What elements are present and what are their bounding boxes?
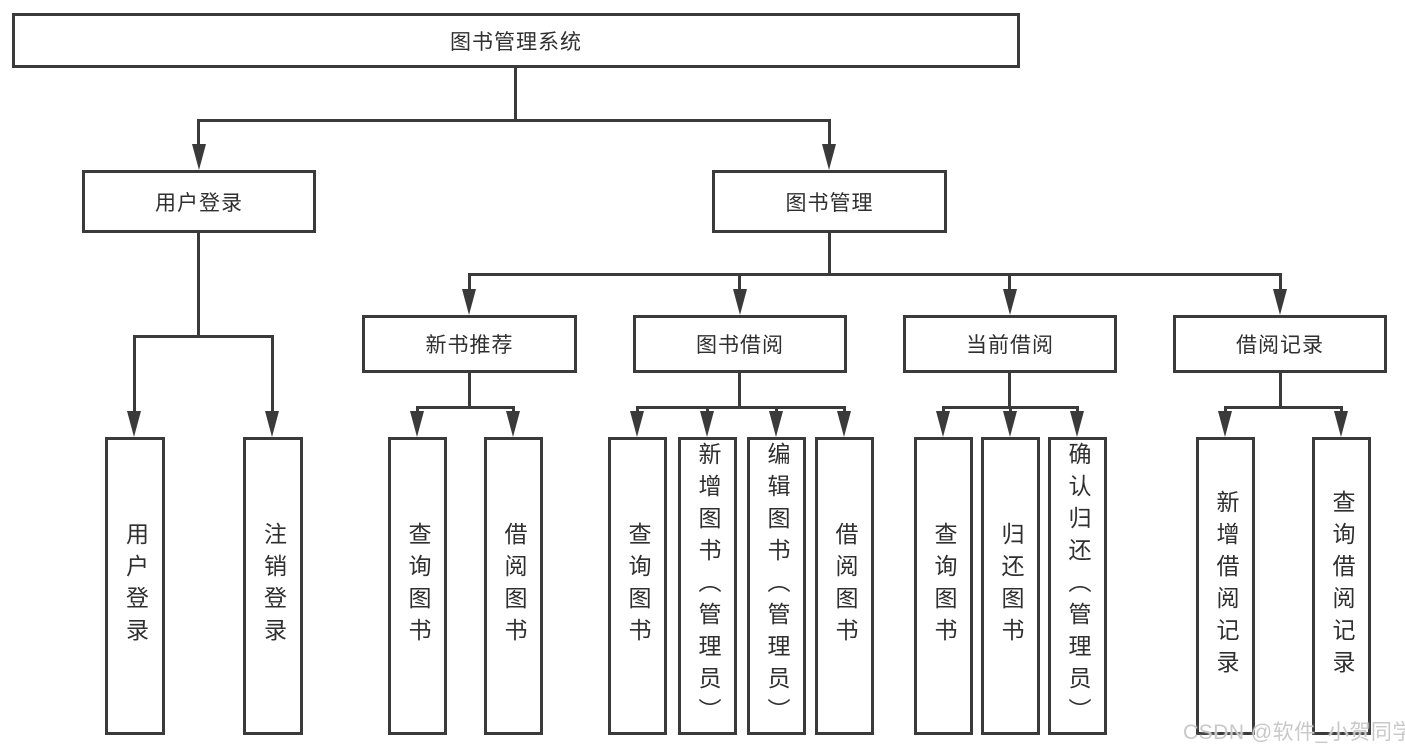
leaf-edit-books-admin: 编辑图书（管理员） <box>747 437 806 735</box>
csdn-watermark: CSDN @软件_小贺同学 <box>1183 721 1405 744</box>
arrowhead-icon <box>936 411 950 437</box>
leaf-query-books-3: 查询图书 <box>914 437 973 735</box>
leaf-borrow-books-1-label: 借阅图书 <box>501 522 527 650</box>
arrowhead-icon <box>1003 411 1017 437</box>
connector-line <box>1340 406 1343 411</box>
connector-line <box>775 406 778 411</box>
connector-line <box>1008 273 1011 289</box>
connector-line <box>271 335 274 411</box>
node-user-login-module-label: 用户登录 <box>155 191 243 215</box>
connector-line <box>1279 373 1282 406</box>
arrowhead-icon <box>462 289 476 315</box>
connector-line <box>514 68 517 119</box>
connector-line <box>416 406 419 411</box>
connector-line <box>843 406 846 411</box>
leaf-borrow-books-2-label: 借阅图书 <box>832 522 858 650</box>
arrowhead-icon <box>1003 289 1017 315</box>
node-book-borrow-label: 图书借阅 <box>696 334 784 357</box>
arrowhead-icon <box>192 144 206 170</box>
leaf-logout-label: 注销登录 <box>260 522 287 650</box>
leaf-add-borrow-record: 新增借阅记录 <box>1196 437 1255 735</box>
connector-line <box>828 119 831 144</box>
arrowhead-icon <box>822 144 836 170</box>
node-borrow-records: 借阅记录 <box>1173 315 1387 373</box>
leaf-query-borrow-record-label: 查询借阅记录 <box>1329 490 1355 682</box>
arrowhead-icon <box>1334 411 1348 437</box>
leaf-borrow-books-1: 借阅图书 <box>484 437 543 735</box>
node-root: 图书管理系统 <box>12 13 1020 68</box>
leaf-query-books-1-label: 查询图书 <box>405 522 431 650</box>
connector-line <box>468 273 1282 276</box>
arrowhead-icon <box>127 411 141 437</box>
node-user-login-module: 用户登录 <box>82 170 316 233</box>
connector-line <box>468 273 471 289</box>
connector-line <box>1076 406 1079 411</box>
connector-line <box>1009 406 1012 411</box>
arrowhead-icon <box>506 411 520 437</box>
leaf-confirm-return-admin: 确认归还（管理员） <box>1048 437 1107 735</box>
leaf-query-books-2: 查询图书 <box>608 437 667 735</box>
arrowhead-icon <box>1218 411 1232 437</box>
arrowhead-icon <box>733 289 747 315</box>
leaf-query-books-1: 查询图书 <box>388 437 447 735</box>
connector-line <box>942 406 945 411</box>
arrowhead-icon <box>410 411 424 437</box>
leaf-return-books: 归还图书 <box>981 437 1040 735</box>
connector-line <box>706 406 709 411</box>
leaf-query-books-2-label: 查询图书 <box>625 522 651 650</box>
leaf-edit-books-admin-label: 编辑图书（管理员） <box>764 442 790 730</box>
connector-line <box>133 335 274 338</box>
node-new-book-recommend-label: 新书推荐 <box>425 334 514 357</box>
connector-line <box>197 233 200 335</box>
connector-line <box>738 273 741 289</box>
node-current-borrow-label: 当前借阅 <box>966 334 1054 357</box>
leaf-user-login-label: 用户登录 <box>122 522 149 650</box>
arrowhead-icon <box>1273 289 1287 315</box>
leaf-add-books-admin: 新增图书（管理员） <box>678 437 737 735</box>
node-book-borrow: 图书借阅 <box>633 315 847 373</box>
arrowhead-icon <box>769 411 783 437</box>
arrowhead-icon <box>265 411 279 437</box>
arrowhead-icon <box>700 411 714 437</box>
node-book-management-label: 图书管理 <box>785 191 874 215</box>
leaf-add-borrow-record-label: 新增借阅记录 <box>1213 490 1239 682</box>
connector-line <box>416 406 515 409</box>
node-book-management: 图书管理 <box>712 170 947 233</box>
arrowhead-icon <box>1070 411 1084 437</box>
arrowhead-icon <box>837 411 851 437</box>
connector-line <box>197 119 831 122</box>
connector-line <box>1279 273 1282 289</box>
leaf-query-books-3-label: 查询图书 <box>931 522 957 650</box>
node-current-borrow: 当前借阅 <box>903 315 1117 373</box>
node-borrow-records-label: 借阅记录 <box>1236 334 1324 357</box>
connector-line <box>738 373 741 406</box>
leaf-query-borrow-record: 查询借阅记录 <box>1312 437 1371 735</box>
connector-line <box>828 233 831 273</box>
connector-line <box>197 119 200 144</box>
connector-line <box>1224 406 1227 411</box>
leaf-logout: 注销登录 <box>243 437 303 735</box>
connector-line <box>133 335 136 411</box>
connector-line <box>1224 406 1343 409</box>
connector-line <box>468 373 471 406</box>
leaf-return-books-label: 归还图书 <box>998 522 1024 650</box>
leaf-user-login: 用户登录 <box>105 437 165 735</box>
connector-line <box>512 406 515 411</box>
arrowhead-icon <box>630 411 644 437</box>
connector-line <box>636 406 846 409</box>
node-root-label: 图书管理系统 <box>450 30 582 54</box>
connector-line <box>1008 373 1011 406</box>
node-new-book-recommend: 新书推荐 <box>362 315 577 373</box>
leaf-add-books-admin-label: 新增图书（管理员） <box>695 442 721 730</box>
connector-line <box>636 406 639 411</box>
leaf-confirm-return-admin-label: 确认归还（管理员） <box>1065 442 1091 730</box>
leaf-borrow-books-2: 借阅图书 <box>815 437 874 735</box>
